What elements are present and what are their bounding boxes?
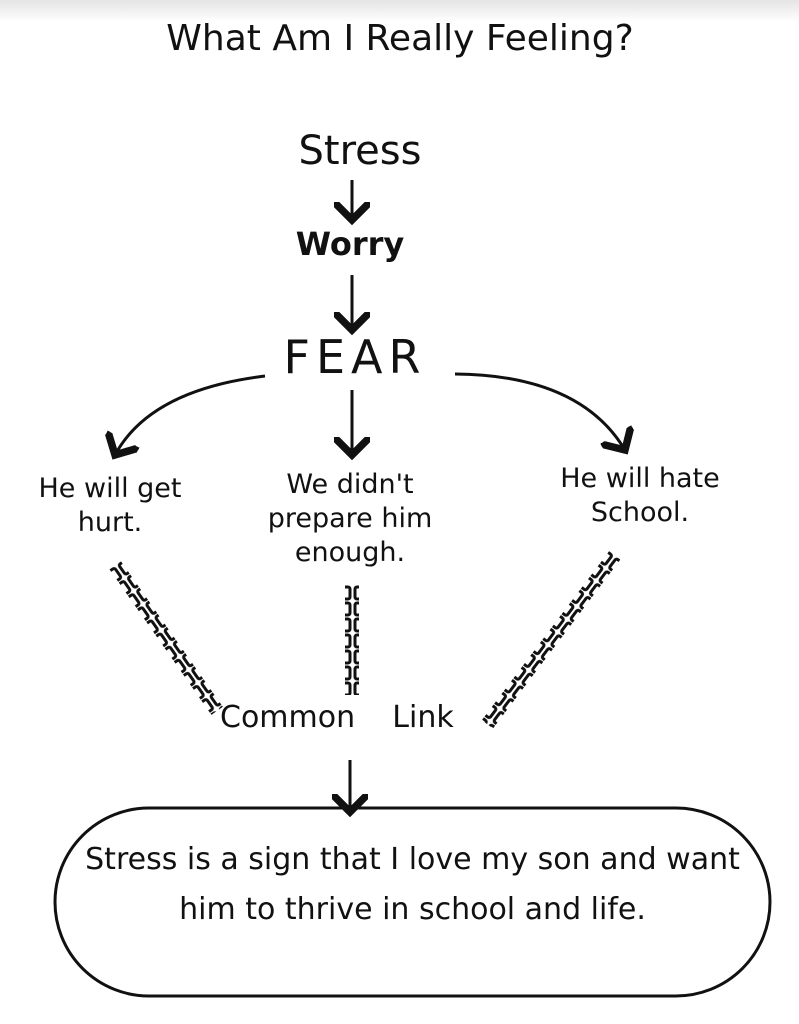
arrow-fear-left bbox=[115, 374, 266, 455]
branch-hate-school: He will hate School. bbox=[560, 463, 720, 528]
node-worry: Worry bbox=[295, 225, 405, 263]
branch-get-hurt: He will get hurt. bbox=[38, 473, 182, 538]
arrow-fear-right bbox=[454, 372, 625, 450]
scan-edge bbox=[0, 0, 799, 22]
node-fear: FEAR bbox=[283, 330, 427, 384]
chain-left bbox=[109, 560, 223, 715]
conclusion-bubble bbox=[53, 806, 772, 998]
diagram-title: What Am I Really Feeling? bbox=[166, 18, 634, 59]
common-label: Common bbox=[220, 700, 356, 735]
node-stress: Stress bbox=[298, 128, 422, 174]
branch-not-prepared: We didn't prepare him enough. bbox=[267, 469, 433, 568]
conclusion-text: Stress is a sign that I love my son and … bbox=[85, 842, 740, 927]
link-label: Link bbox=[392, 700, 454, 735]
chain-middle bbox=[345, 585, 359, 695]
chain-right bbox=[481, 550, 621, 729]
